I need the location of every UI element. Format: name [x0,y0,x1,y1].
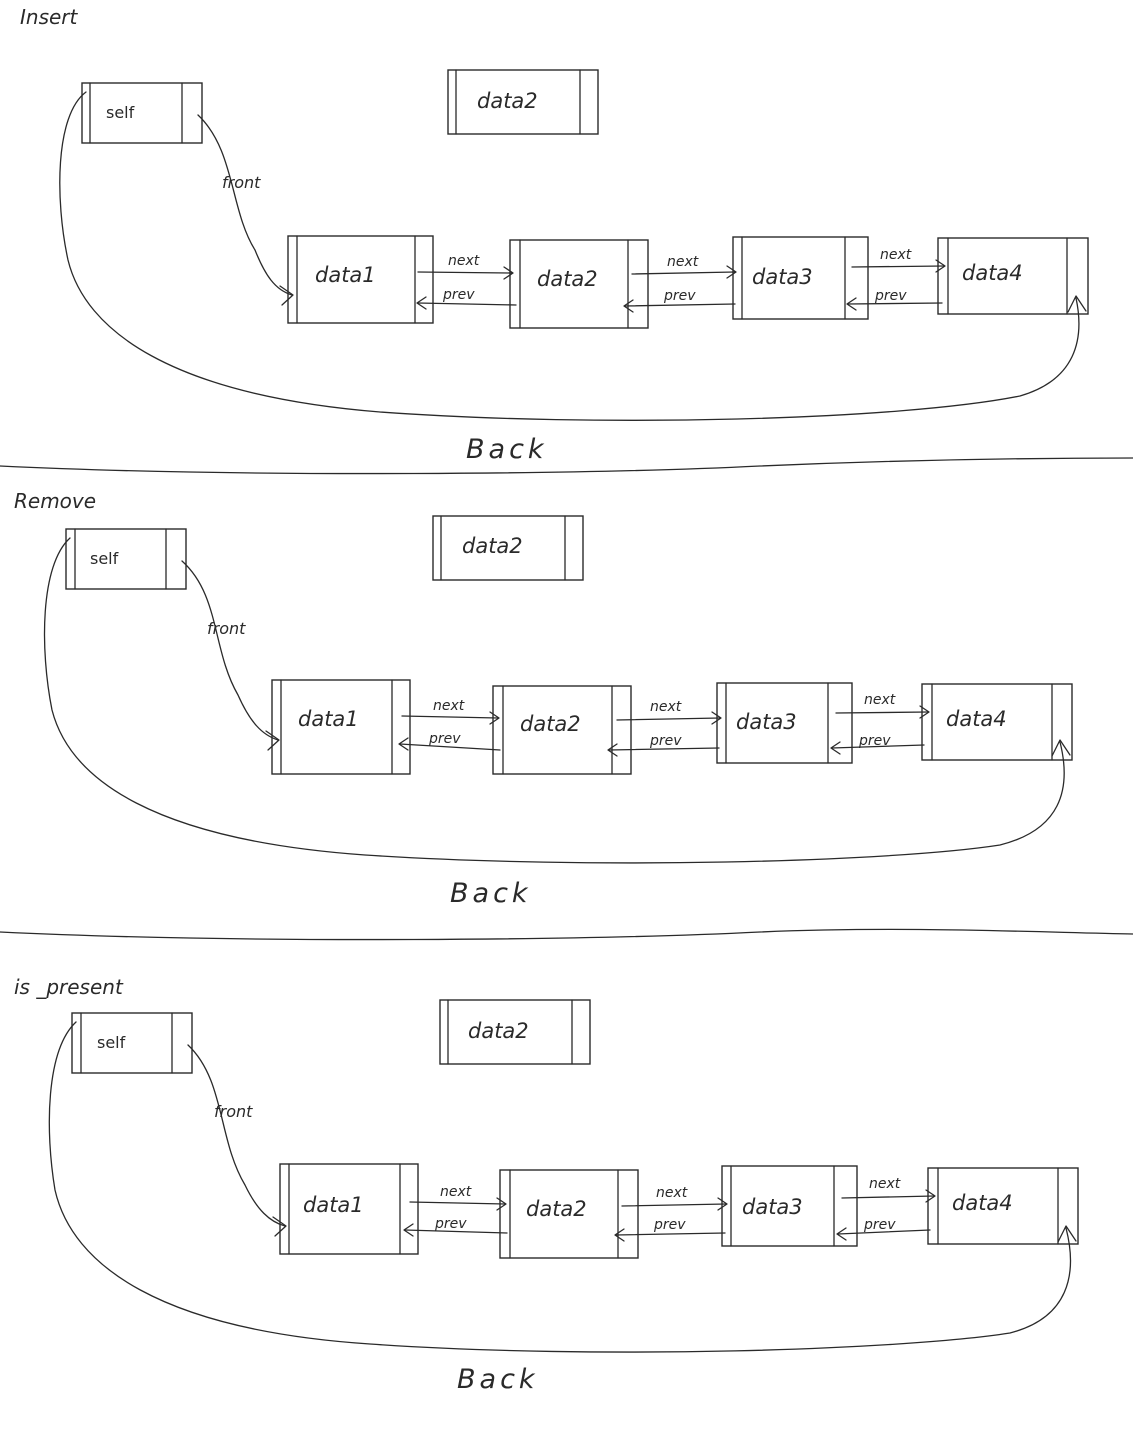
next-arrow [401,715,499,719]
node-3: data3 [716,682,853,764]
self-label: self [106,103,135,122]
section-is-present: is _present self data2 front data1 data [14,975,1079,1395]
node-label: data1 [298,707,359,731]
prev-label: prev [663,288,696,304]
floating-node: data2 [432,515,584,581]
node-1: data1 [287,235,434,324]
node-label: data1 [303,1193,364,1217]
floating-node: data2 [447,69,599,135]
self-box: self [65,528,187,590]
back-label: Back [457,1364,539,1395]
front-label: front [214,1102,253,1121]
node-4: data4 [921,683,1073,761]
next-label: next [656,1185,688,1201]
prev-label: prev [428,731,461,747]
prev-arrow [831,744,925,749]
node-label: data4 [962,261,1023,285]
node-1: data1 [279,1163,419,1255]
node-4: data4 [937,237,1089,315]
front-pointer [181,560,279,741]
next-label: next [864,692,896,708]
prev-arrow [615,1232,726,1236]
next-label: next [869,1176,901,1192]
node-label: data3 [752,265,813,289]
prev-label: prev [653,1217,686,1233]
node-label: data4 [952,1191,1013,1215]
next-arrow [841,1195,935,1199]
prev-arrow [399,743,501,751]
node-label: data4 [946,707,1007,731]
back-pointer [59,91,1080,421]
prev-arrow [847,302,943,305]
node-label: data2 [520,712,581,736]
node-4: data4 [927,1167,1079,1245]
section-title: is _present [14,975,124,999]
node-2: data2 [509,239,649,329]
floating-node-label: data2 [477,89,538,113]
next-label: next [650,699,682,715]
prev-label: prev [442,287,475,303]
front-label: front [222,173,261,192]
next-arrow [616,717,721,721]
next-arrow [621,1203,727,1207]
self-box: self [71,1012,193,1074]
node-label: data1 [315,263,376,287]
next-label: next [433,698,465,714]
next-arrow [851,265,945,268]
prev-label: prev [434,1216,467,1232]
node-3: data3 [721,1165,858,1247]
section-divider [0,457,1133,475]
section-title: Remove [14,489,96,513]
floating-node-label: data2 [468,1019,529,1043]
prev-label: prev [863,1217,896,1233]
prev-label: prev [649,733,682,749]
next-arrow [409,1201,506,1205]
prev-arrow [837,1229,931,1235]
prev-arrow [417,302,517,306]
prev-arrow [624,303,736,307]
front-label: front [207,619,246,638]
node-label: data2 [537,267,598,291]
node-label: data3 [742,1195,803,1219]
prev-arrow [404,1229,508,1234]
section-divider [0,928,1133,941]
section-remove: Remove self data2 front data1 data2 [14,489,1073,909]
back-pointer [48,1021,1072,1353]
next-arrow [417,271,513,274]
section-title: Insert [20,5,79,29]
node-label: data2 [526,1197,587,1221]
back-pointer [43,537,1065,864]
node-label: data3 [736,710,797,734]
next-label: next [448,253,480,269]
node-2: data2 [492,685,632,775]
self-label: self [90,549,119,568]
section-insert: Insert self data2 front data1 data2 [20,5,1089,465]
node-2: data2 [499,1169,639,1259]
next-arrow [631,271,736,275]
back-label: Back [466,434,548,465]
prev-arrow [608,747,720,751]
floating-node: data2 [439,999,591,1065]
next-label: next [880,247,912,263]
front-pointer [187,1044,286,1227]
node-1: data1 [271,679,411,775]
next-label: next [667,254,699,270]
prev-label: prev [874,288,907,304]
floating-node-label: data2 [462,534,523,558]
next-label: next [440,1184,472,1200]
node-3: data3 [732,236,869,320]
self-box: self [81,82,203,144]
front-pointer [197,114,293,296]
self-label: self [97,1033,126,1052]
back-label: Back [450,878,532,909]
next-arrow [835,711,929,714]
prev-label: prev [858,733,891,749]
